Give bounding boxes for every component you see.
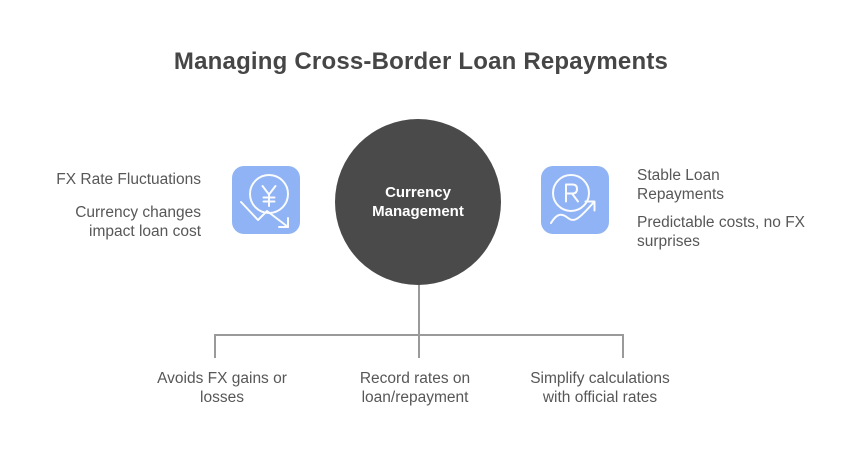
right-icon-tile [541, 166, 609, 234]
bottom-item-2-line2: loan/repayment [361, 388, 469, 406]
connector-horizontal-line [215, 334, 624, 336]
bottom-item-1-line2: losses [200, 388, 244, 406]
bottom-item-simplify-calculations: Simplify calculations with official rate… [510, 370, 690, 407]
page-title: Managing Cross-Border Loan Repayments [173, 48, 669, 75]
bottom-item-3-line1: Simplify calculations [530, 370, 670, 387]
right-desc-line2: surprises [637, 232, 700, 250]
rand-currency-rise-icon [550, 174, 596, 224]
bottom-item-2-line1: Record rates on [359, 370, 471, 387]
connector-center-vertical-line [418, 284, 420, 358]
center-node-label-line2: Management [372, 203, 464, 220]
left-item-heading: FX Rate Fluctuations [41, 171, 201, 190]
bottom-item-1-line1: Avoids FX gains or [157, 370, 287, 387]
right-heading-line2: Repayments [637, 185, 725, 203]
left-desc-line1: Currency changes [75, 204, 201, 221]
connector-right-stub-line [622, 334, 624, 358]
center-node-currency-management: Currency Management [335, 119, 501, 285]
right-desc-line1: Predictable costs, no FX [637, 214, 805, 231]
center-node-label-line1: Currency [385, 184, 451, 201]
right-item-heading: Stable Loan Repayments [637, 167, 822, 204]
right-heading-line1: Stable Loan [637, 167, 720, 184]
bottom-item-avoids-fx: Avoids FX gains or losses [142, 370, 302, 407]
right-item-description: Predictable costs, no FX surprises [637, 214, 822, 251]
left-heading-line1: FX Rate Fluctuations [56, 171, 201, 188]
left-icon-tile [232, 166, 300, 234]
connector-left-stub-line [214, 334, 216, 358]
left-desc-line2: impact loan cost [89, 222, 201, 240]
left-item-description: Currency changes impact loan cost [41, 204, 201, 241]
yen-currency-decline-icon [240, 174, 289, 228]
bottom-item-3-line2: with official rates [542, 388, 658, 406]
bottom-item-record-rates: Record rates on loan/repayment [355, 370, 475, 407]
